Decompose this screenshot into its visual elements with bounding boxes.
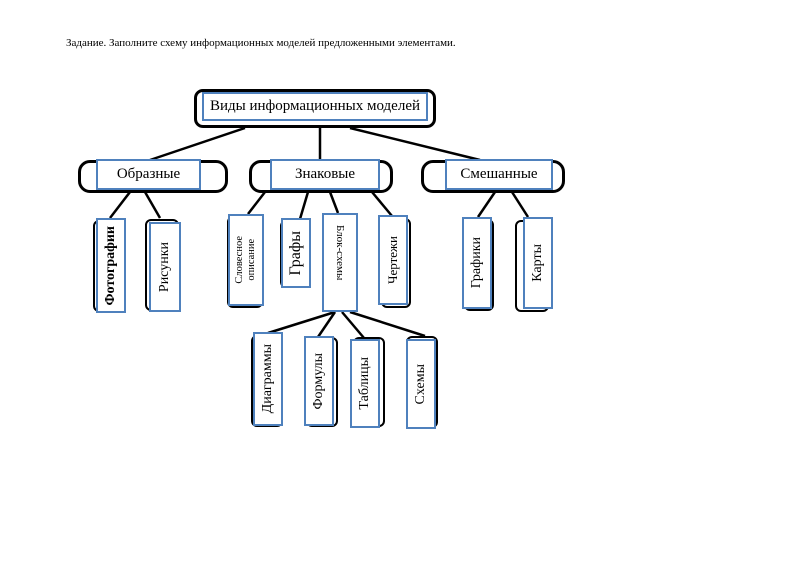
leaf-charts-label: Графики xyxy=(469,237,484,289)
connector-obraznye-photos xyxy=(109,191,131,219)
leaf-blueprints-label: Чертежи xyxy=(385,236,400,284)
leaf-schemes: Схемы xyxy=(406,339,436,429)
connector-flow-diagrams xyxy=(267,310,336,335)
leaf-schemes-label: Схемы xyxy=(413,363,428,405)
task-instruction: Задание. Заполните схему информационных … xyxy=(66,37,456,49)
leaf-diagrams: Диаграммы xyxy=(253,332,283,426)
leaf-graphs-label: Графы xyxy=(287,230,304,276)
leaf-formulas: Формулы xyxy=(304,336,334,426)
category-smeshannye: Смешанные xyxy=(445,159,553,190)
leaf-formulas-label: Формулы xyxy=(311,352,326,410)
connector-znakovye-blueprints xyxy=(371,191,393,217)
leaf-verbal-line2: описание xyxy=(246,239,257,281)
leaf-drawings: Рисунки xyxy=(149,222,181,312)
leaf-flowcharts-label: Блок-схемы xyxy=(334,225,346,281)
leaf-verbal-line1: Словесное xyxy=(234,236,245,284)
category-znakovye: Знаковые xyxy=(270,159,380,190)
category-obraznye: Образные xyxy=(96,159,201,190)
connector-flow-formulas xyxy=(316,311,337,338)
connector-smeshannye-charts xyxy=(476,191,497,218)
connector-root-smeshannye xyxy=(349,126,481,162)
leaf-drawings-label: Рисунки xyxy=(157,241,172,293)
leaf-flowcharts: Блок-схемы xyxy=(322,213,358,312)
connector-flow-tables xyxy=(341,311,365,339)
leaf-blueprints: Чертежи xyxy=(378,215,408,305)
leaf-tables-label: Таблицы xyxy=(357,357,372,410)
leaf-maps: Карты xyxy=(523,217,553,309)
connector-znakovye-verbal xyxy=(247,191,266,215)
connector-root-obraznye xyxy=(149,126,246,162)
leaf-verbal-label: Словесное описание xyxy=(234,236,258,284)
connector-obraznye-drawings xyxy=(143,191,162,219)
connector-smeshannye-maps xyxy=(510,191,530,218)
leaf-graphs: Графы xyxy=(281,218,311,288)
leaf-charts: Графики xyxy=(462,217,492,309)
leaf-photos: Фотографии xyxy=(96,218,126,313)
leaf-photos-label: Фотографии xyxy=(103,225,118,306)
root-node: Виды информационных моделей xyxy=(202,92,428,121)
leaf-diagrams-label: Диаграммы xyxy=(260,344,275,414)
leaf-maps-label: Карты xyxy=(530,244,545,282)
leaf-verbal-description: Словесное описание xyxy=(228,214,264,306)
connector-znakovye-flowcharts xyxy=(328,191,340,214)
connector-flow-schemes xyxy=(349,310,426,338)
connector-znakovye-graphs xyxy=(298,191,310,220)
leaf-tables: Таблицы xyxy=(350,339,380,428)
